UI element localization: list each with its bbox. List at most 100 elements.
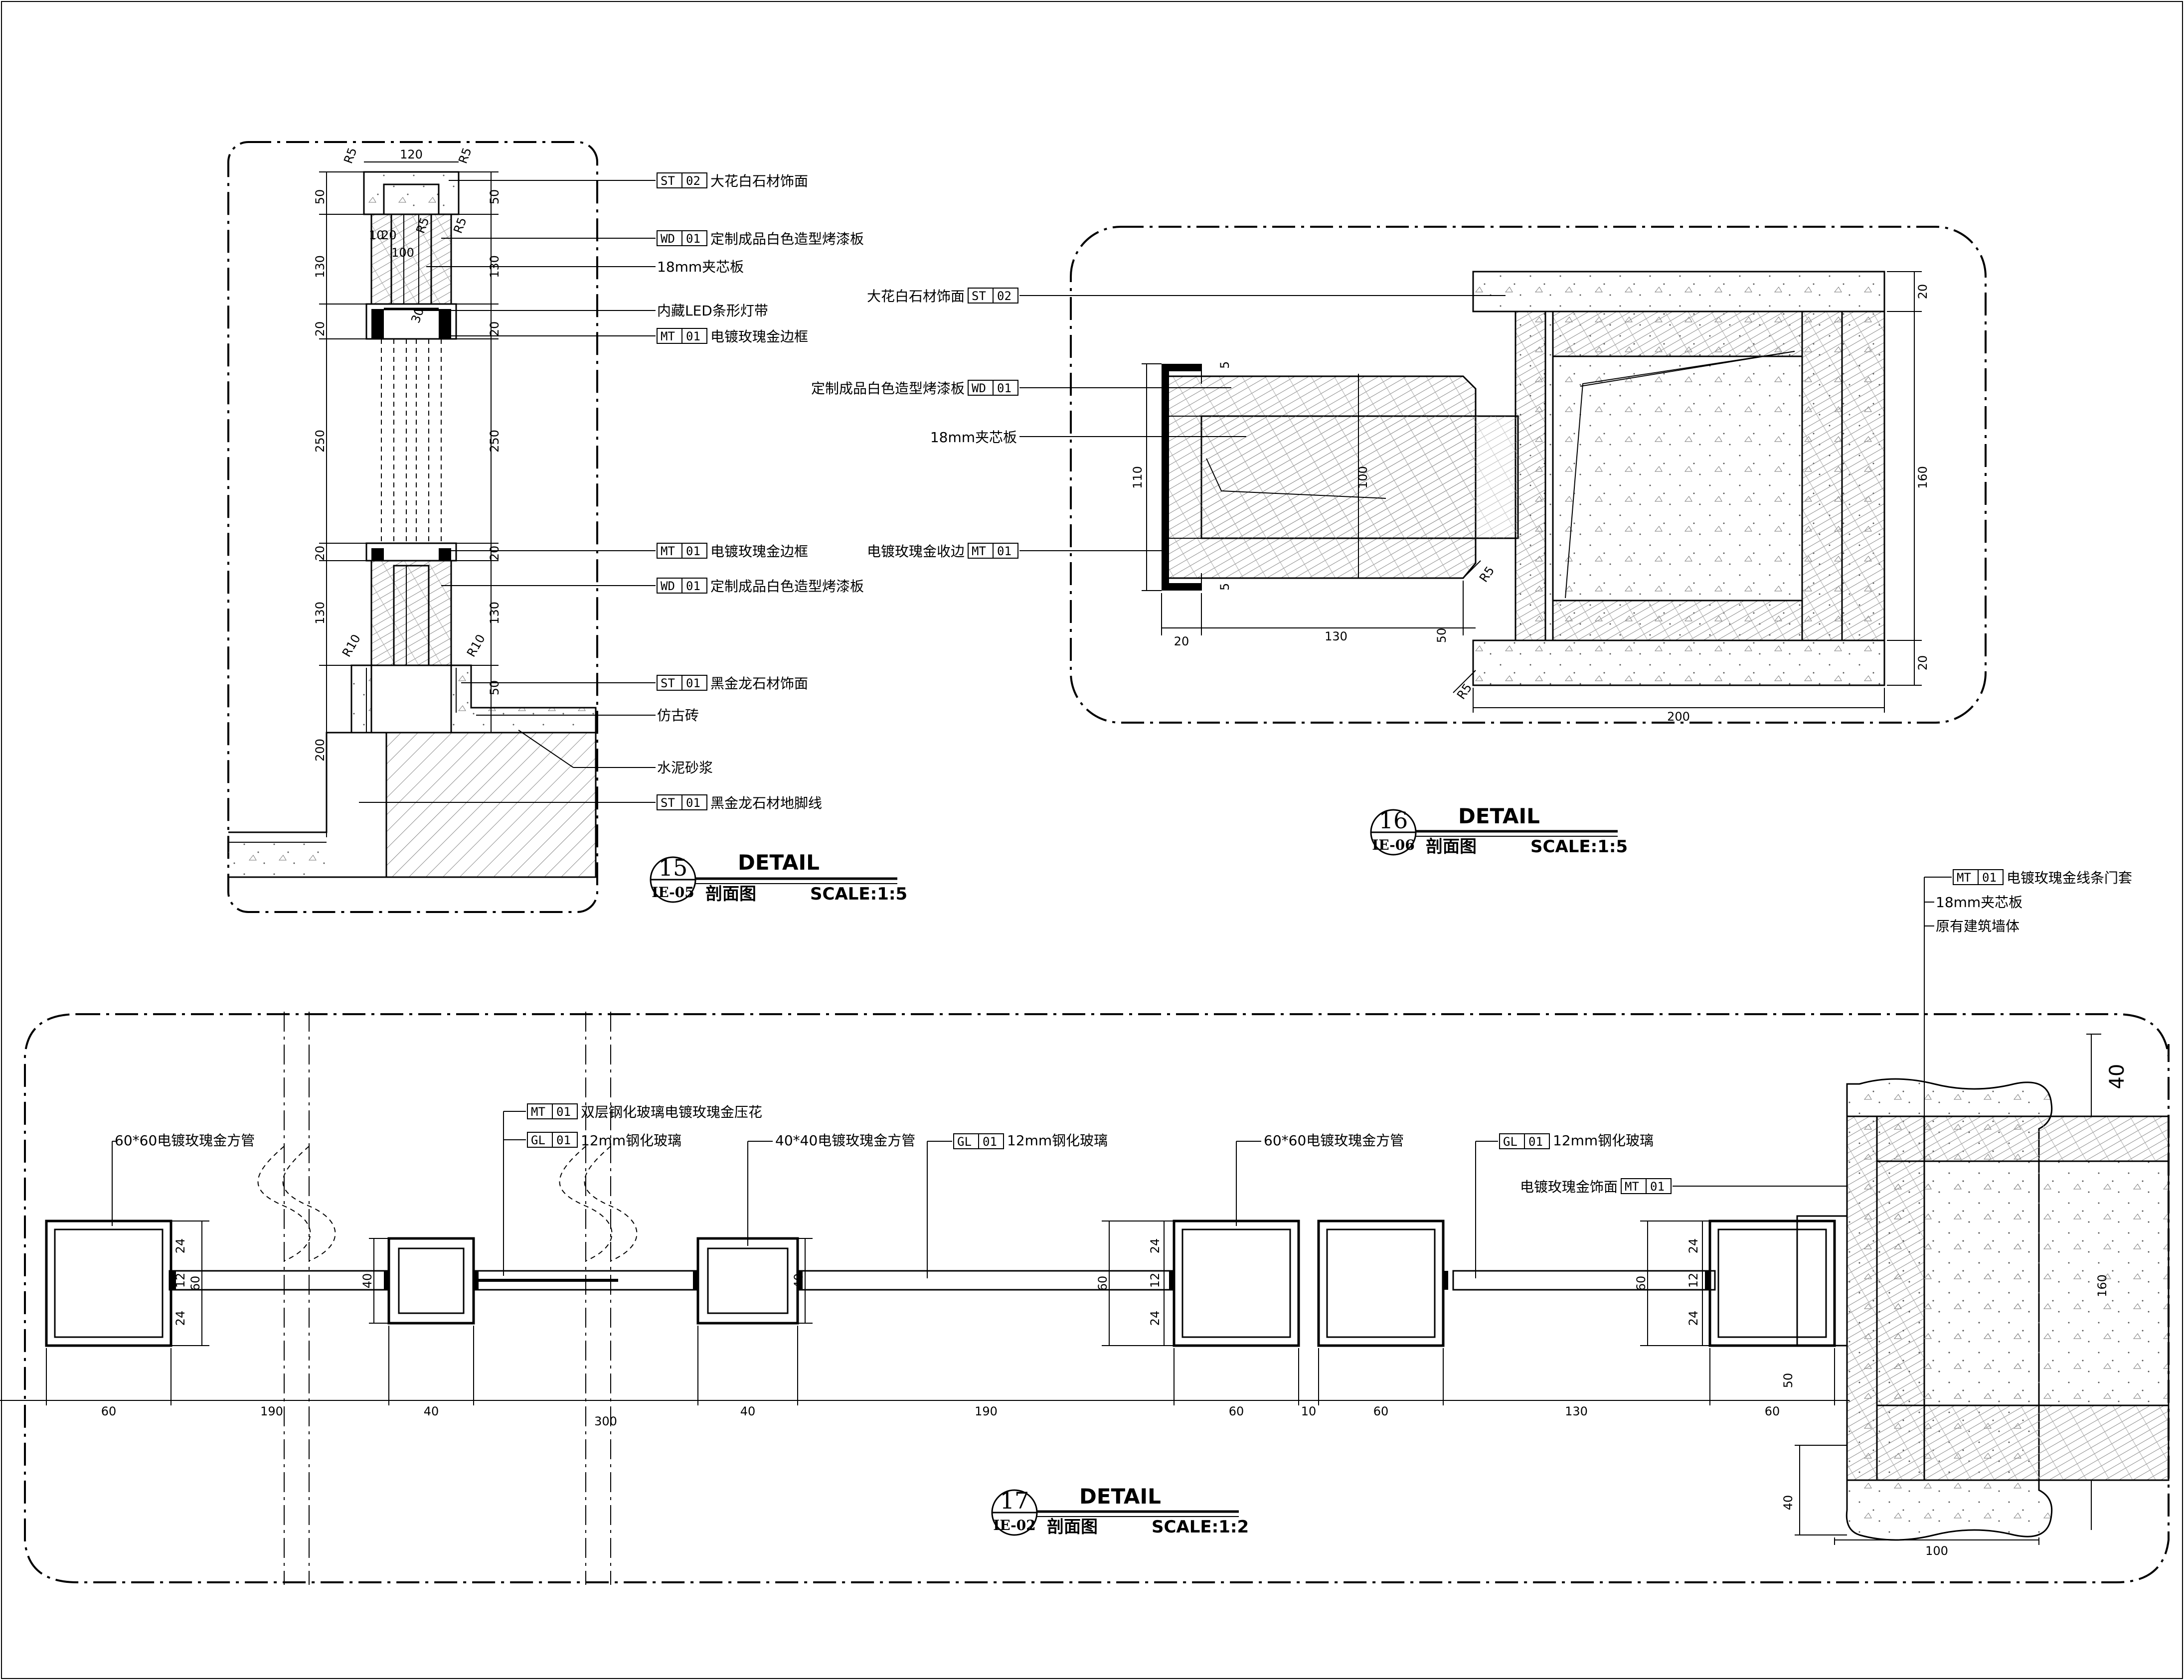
svg-text:电镀玫瑰金饰面: 电镀玫瑰金饰面 <box>1520 1179 1618 1195</box>
svg-text:01: 01 <box>556 1105 571 1119</box>
d17-tube-2 <box>387 1237 475 1325</box>
svg-text:01: 01 <box>686 579 700 593</box>
d15-dim-r10b: R10 <box>464 632 488 659</box>
d16-label-3: 18mm夹芯板 <box>930 429 1017 446</box>
d15-label-2: WD 01 定制成品白色造型烤漆板 <box>657 230 864 247</box>
svg-text:电镀玫瑰金边框: 电镀玫瑰金边框 <box>710 328 808 345</box>
svg-text:12mm钢化玻璃: 12mm钢化玻璃 <box>1007 1132 1108 1149</box>
d16-subtitle: 剖面图 <box>1426 837 1477 857</box>
d15-subtitle: 剖面图 <box>705 884 756 904</box>
svg-text:定制成品白色造型烤漆板: 定制成品白色造型烤漆板 <box>811 380 965 397</box>
svg-text:01: 01 <box>1528 1135 1543 1149</box>
d17-tube-1 <box>45 1220 172 1347</box>
d15-number: 15 <box>659 854 688 881</box>
d16-dim-d5b: 5 <box>1218 583 1232 591</box>
d16-dim-r5a: R5 <box>1477 564 1497 585</box>
d15-dim-h250a: 250 <box>313 430 327 453</box>
svg-text:ST: ST <box>972 289 986 303</box>
detail-17: 60 190 40 40 190 60 10 60 130 60 300 <box>0 869 2170 1585</box>
svg-text:定制成品白色造型烤漆板: 定制成品白色造型烤漆板 <box>710 231 864 247</box>
d15-dim-h20c: 20 <box>313 546 327 561</box>
d17-glass <box>168 1270 1716 1291</box>
d15-floor <box>385 732 597 878</box>
d17-dim-v24f: 24 <box>1686 1311 1700 1326</box>
svg-text:12mm钢化玻璃: 12mm钢化玻璃 <box>581 1132 681 1149</box>
d15-label-7: WD 01 定制成品白色造型烤漆板 <box>657 578 864 595</box>
d15-stone-cap <box>363 171 460 215</box>
d17-label-3: GL 01 12mm钢化玻璃 <box>527 1132 681 1149</box>
d15-label-10: 水泥砂浆 <box>657 760 713 776</box>
d17-dim-v12c: 12 <box>1686 1273 1700 1288</box>
svg-text:电镀玫瑰金边框: 电镀玫瑰金边框 <box>710 543 808 560</box>
d16-dim-w20: 20 <box>1174 634 1189 648</box>
svg-text:ST: ST <box>661 676 675 690</box>
d17-dim-v24e: 24 <box>1686 1238 1700 1254</box>
svg-text:双层钢化玻璃电镀玫瑰金压花: 双层钢化玻璃电镀玫瑰金压花 <box>581 1104 762 1120</box>
svg-text:60: 60 <box>1229 1404 1244 1418</box>
svg-text:MT: MT <box>1625 1180 1639 1194</box>
d15-upper-panel <box>370 213 452 305</box>
d17-title-block: 17 IE-02 DETAIL 剖面图 SCALE:1:2 <box>991 1484 1249 1537</box>
d17-label-5: GL 01 12mm钢化玻璃 <box>953 1132 1108 1149</box>
d15-label-11: ST 01 黑金龙石材地脚线 <box>657 794 822 811</box>
d16-dim-d5a: 5 <box>1218 361 1232 369</box>
d16-metal-edge <box>1162 364 1201 591</box>
d15-dim-h50b: 50 <box>488 189 502 205</box>
d16-dim-h100: 100 <box>1356 466 1370 489</box>
svg-text:60: 60 <box>1765 1404 1780 1418</box>
d17-dim-v12a: 12 <box>173 1273 187 1288</box>
svg-text:大花白石材饰面: 大花白石材饰面 <box>867 288 965 305</box>
svg-text:300: 300 <box>594 1414 617 1428</box>
d17-dim-v40a: 40 <box>360 1273 374 1289</box>
d16-dim-r5b: R5 <box>1454 681 1475 702</box>
d16-label-1: 大花白石材饰面 ST 02 <box>867 288 1018 305</box>
d17-dim-v24d: 24 <box>1148 1311 1162 1326</box>
d17-dim-v60a: 60 <box>188 1276 202 1291</box>
d15-dim-d10: 10 <box>369 228 384 242</box>
d15-dim-h200: 200 <box>313 739 327 762</box>
svg-text:12mm钢化玻璃: 12mm钢化玻璃 <box>1553 1132 1654 1149</box>
d15-title: DETAIL <box>738 850 820 875</box>
d17-dim-v24c: 24 <box>1148 1238 1162 1254</box>
d17-dim-v40c: 40 <box>2106 1064 2129 1089</box>
d15-dim-h50a: 50 <box>313 189 327 205</box>
d15-lower-panel <box>370 560 452 666</box>
svg-text:01: 01 <box>983 1135 997 1149</box>
detail-16-boundary <box>1070 226 1987 724</box>
d15-ref: IE-05 <box>652 884 694 901</box>
d17-dim-v40b: 40 <box>792 1273 806 1289</box>
svg-text:01: 01 <box>997 381 1011 395</box>
detail-17-boundary <box>24 1013 2170 1583</box>
d17-label-1: 60*60电镀玫瑰金方管 <box>115 1132 255 1149</box>
detail-15-boundary <box>227 141 598 913</box>
d15-dim-h20a: 20 <box>313 321 327 337</box>
d17-scale: SCALE:1:2 <box>1152 1517 1249 1537</box>
d16-dim-h20a: 20 <box>1916 284 1930 300</box>
d17-dim-v40d: 40 <box>1781 1495 1795 1511</box>
d15-dim-r5d: R5 <box>451 215 469 235</box>
d15-label-3: 18mm夹芯板 <box>657 259 744 275</box>
d15-dim-h130a: 130 <box>313 255 327 278</box>
svg-text:60: 60 <box>101 1404 117 1418</box>
svg-text:60: 60 <box>1373 1404 1389 1418</box>
d15-scale: SCALE:1:5 <box>810 884 907 904</box>
d17-label-9: MT 01 电镀玫瑰金线条门套 <box>1953 869 2132 886</box>
svg-text:GL: GL <box>531 1133 545 1147</box>
svg-text:MT: MT <box>531 1105 545 1119</box>
svg-text:130: 130 <box>1565 1404 1588 1418</box>
d15-dim-h250b: 250 <box>488 430 502 453</box>
d17-dim-v160: 160 <box>2095 1274 2109 1297</box>
svg-text:电镀玫瑰金线条门套: 电镀玫瑰金线条门套 <box>2007 870 2132 886</box>
d17-label-4: 40*40电镀玫瑰金方管 <box>775 1132 915 1149</box>
d16-dim-w50: 50 <box>1435 628 1449 643</box>
svg-text:01: 01 <box>686 329 700 343</box>
d17-label-11: 原有建筑墙体 <box>1936 918 2019 934</box>
d16-ref: IE-06 <box>1372 837 1415 853</box>
svg-text:10: 10 <box>1301 1404 1317 1418</box>
d15-dim-r10a: R10 <box>339 632 363 659</box>
d17-tube-6 <box>1708 1220 1836 1347</box>
d17-tube-3 <box>696 1237 799 1325</box>
d17-title: DETAIL <box>1079 1484 1161 1509</box>
detail-16: 5 5 110 100 R5 R5 20 130 50 200 20 160 2… <box>811 226 1987 857</box>
d17-dim-v24a: 24 <box>173 1238 187 1254</box>
